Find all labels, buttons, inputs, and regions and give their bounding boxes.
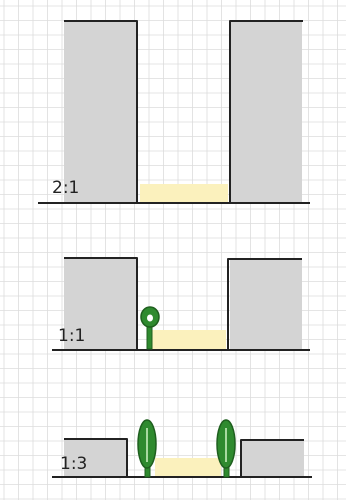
- right-building: [241, 440, 304, 477]
- ratio-label: 1:3: [60, 454, 87, 474]
- left-building: [64, 21, 137, 202]
- street-light-patch: [150, 330, 226, 349]
- ratio-label: 1:1: [58, 326, 85, 346]
- right-building: [230, 21, 302, 202]
- street-light-patch: [140, 184, 228, 203]
- ratio-label: 2:1: [52, 178, 79, 198]
- right-building: [230, 259, 302, 349]
- street-light-patch: [155, 458, 221, 477]
